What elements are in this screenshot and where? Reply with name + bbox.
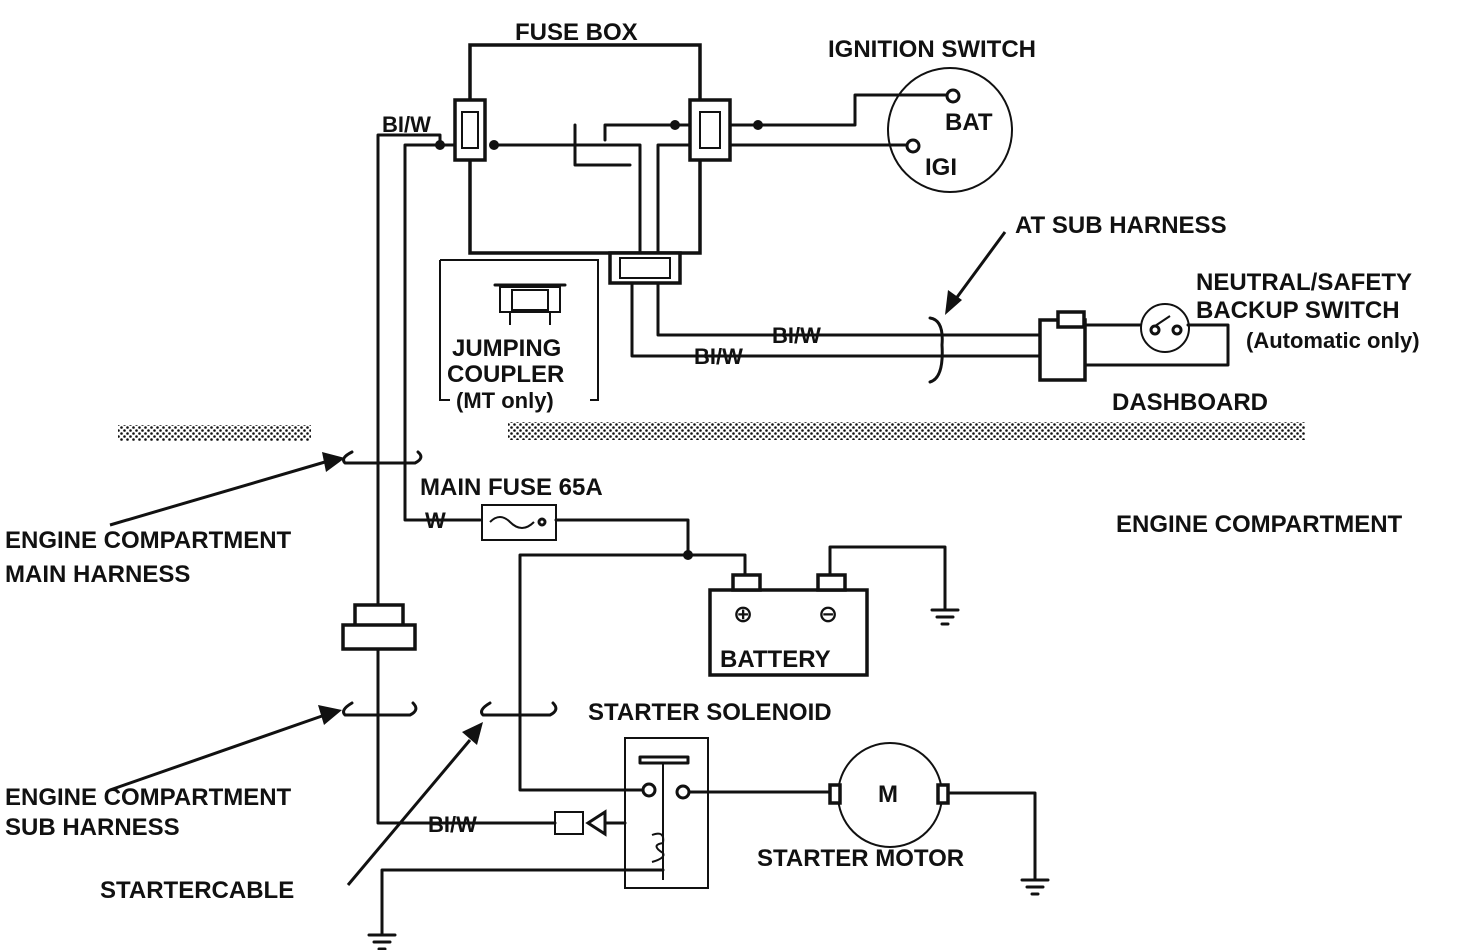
starter-solenoid: [624, 737, 709, 889]
main-harness-clip: [342, 450, 423, 465]
ec-sub-harness-arrow: [109, 705, 342, 792]
igi-terminal-label: IGI: [925, 154, 957, 181]
at-sub-harness-arrow: [945, 231, 1007, 315]
motor-symbol: M: [878, 781, 898, 808]
fuse-box-label: FUSE BOX: [515, 19, 638, 46]
fuse-box: [453, 43, 732, 285]
battery-positive-symbol: ⊕: [733, 601, 753, 628]
wire-code-biw-at2: BI/W: [694, 344, 743, 369]
dashboard-hatch-left: [118, 425, 311, 441]
neutral-safety-switch: [1140, 303, 1190, 353]
ignition-switch-label: IGNITION SWITCH: [828, 36, 1036, 63]
startercable-arrow: [346, 722, 483, 886]
neutral-switch-connector: [1038, 310, 1087, 382]
battery: [708, 573, 869, 677]
main-sub-harness-connector: [341, 603, 417, 651]
wire-code-biw-top: BI/W: [382, 112, 431, 137]
ec-sub-harness-label-line1: ENGINE COMPARTMENT: [5, 784, 292, 811]
neutral-safety-label-line2: BACKUP SWITCH: [1196, 297, 1400, 324]
ec-main-harness-label-line1: ENGINE COMPARTMENT: [5, 527, 292, 554]
sub-harness-clip: [342, 701, 418, 717]
starter-motor-label: STARTER MOTOR: [757, 845, 964, 872]
starter-solenoid-label: STARTER SOLENOID: [588, 699, 832, 726]
jumping-coupler-label-line2: COUPLER: [447, 361, 564, 388]
jumping-coupler: [439, 259, 599, 401]
dashboard-hatch-right: [508, 422, 1305, 440]
neutral-safety-label-line3: (Automatic only): [1246, 328, 1420, 353]
ground-battery: [930, 608, 960, 626]
dashboard-label: DASHBOARD: [1112, 389, 1268, 416]
wire-code-biw-at1: BI/W: [772, 323, 821, 348]
starter-cable-clip: [480, 701, 558, 717]
solenoid-diode-connector: [554, 809, 607, 837]
neutral-safety-label-line1: NEUTRAL/SAFETY: [1196, 269, 1412, 296]
ec-main-harness-arrow: [109, 452, 345, 527]
battery-label: BATTERY: [720, 646, 831, 673]
jumping-coupler-label-line3: (MT only): [456, 388, 554, 413]
ground-startercable: [367, 933, 397, 950]
wire-code-biw-solenoid: BI/W: [428, 812, 477, 837]
at-sub-harness-label: AT SUB HARNESS: [1015, 212, 1227, 239]
battery-negative-symbol: ⊖: [818, 601, 838, 628]
main-fuse-label: MAIN FUSE 65A: [420, 474, 603, 501]
ground-motor: [1020, 878, 1050, 896]
main-fuse: [481, 504, 557, 541]
ec-sub-harness-label-line2: SUB HARNESS: [5, 814, 180, 841]
bat-terminal-label: BAT: [945, 109, 993, 136]
ignition-switch: [887, 67, 1013, 193]
jumping-coupler-label-line1: JUMPING: [452, 335, 561, 362]
startercable-label: STARTERCABLE: [100, 877, 294, 904]
wire-code-w: W: [425, 508, 446, 533]
engine-compartment-label: ENGINE COMPARTMENT: [1116, 511, 1403, 538]
ec-main-harness-label-line2: MAIN HARNESS: [5, 561, 190, 588]
